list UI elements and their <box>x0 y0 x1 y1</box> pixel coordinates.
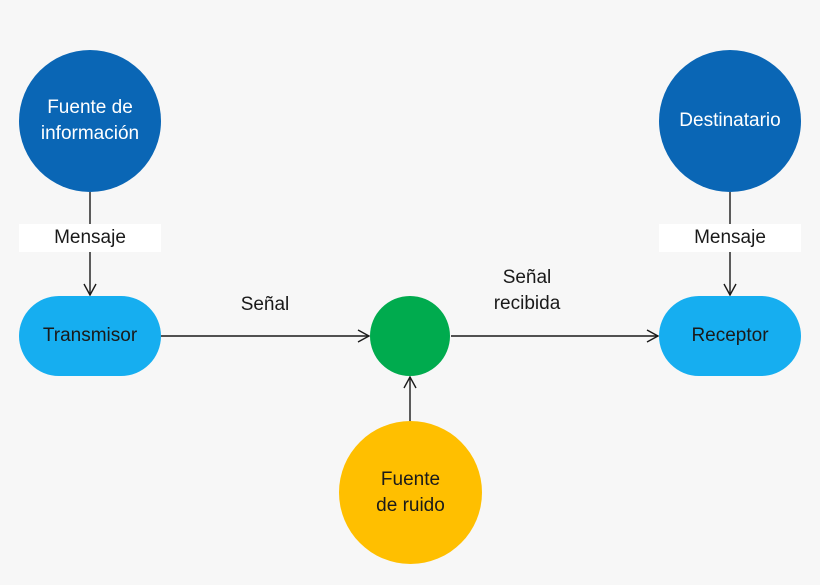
information-source-label: Fuente de información <box>40 97 140 144</box>
message-label-left: Mensaje <box>19 224 161 252</box>
information-source-node: Fuente de información <box>19 50 161 192</box>
message-label-right: Mensaje <box>659 224 801 252</box>
destination-node: Destinatario <box>659 50 801 192</box>
signal-label: Señal <box>240 294 290 315</box>
destination-label: Destinatario <box>679 110 781 131</box>
receiver-label: Receptor <box>691 325 769 346</box>
noise-source-label: Fuente de ruido <box>376 468 445 516</box>
message-right-text: Mensaje <box>694 227 766 248</box>
message-left-text: Mensaje <box>54 227 126 248</box>
transmitter-label: Transmisor <box>42 325 138 346</box>
noise-source-node: Fuente de ruido <box>339 421 482 564</box>
receiver-node: Receptor <box>659 296 801 376</box>
transmitter-node: Transmisor <box>19 296 161 376</box>
received-signal-label: Señal recibida <box>493 267 561 314</box>
channel-node <box>370 296 450 376</box>
